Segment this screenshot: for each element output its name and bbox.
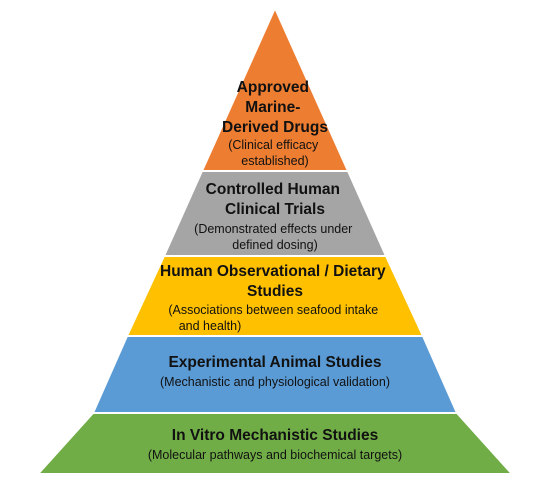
tier-desc-line: (Molecular pathways and biochemical targ… [148, 448, 402, 462]
tier-title-line: Clinical Trials [225, 201, 325, 218]
tier-title-line: Human Observational / Dietary [160, 263, 386, 280]
tier-title-line: Studies [247, 283, 303, 300]
tier-description: (Demonstrated effects under defined dosi… [194, 222, 356, 252]
tier-description: (Molecular pathways and biochemical targ… [148, 448, 402, 462]
tier-desc-line: (Mechanistic and physiological validatio… [160, 375, 390, 389]
tier-controlled-human-trials: Controlled Human Clinical Trials (Demons… [162, 170, 388, 257]
tier-title-line: Marine- [245, 99, 300, 116]
tier-in-vitro-studies: In Vitro Mechanistic Studies (Molecular … [35, 412, 515, 475]
tier-shape [35, 412, 515, 475]
tier-desc-line: (Clinical efficacy [228, 138, 319, 152]
tier-human-observational-studies: Human Observational / Dietary Studies (A… [125, 255, 425, 337]
tier-title: Controlled Human Clinical Trials [206, 181, 345, 218]
tier-desc-line: (Demonstrated effects under [194, 222, 352, 236]
tier-description: (Associations between seafood intake and… [168, 303, 381, 333]
tier-title-line: In Vitro Mechanistic Studies [172, 427, 378, 444]
tier-title-line: Experimental Animal Studies [168, 354, 381, 371]
tier-title-line: Derived Drugs [222, 119, 328, 136]
tier-title: Human Observational / Dietary Studies [160, 263, 390, 300]
tier-desc-line: (Associations between seafood intake [168, 303, 378, 317]
tier-desc-line: defined dosing) [232, 238, 317, 252]
tier-title: Experimental Animal Studies [168, 354, 381, 371]
tier-title: Approved Marine- Derived Drugs [222, 79, 328, 136]
tier-experimental-animal-studies: Experimental Animal Studies (Mechanistic… [91, 335, 459, 414]
tier-description: (Mechanistic and physiological validatio… [160, 375, 390, 389]
tier-title: In Vitro Mechanistic Studies [172, 427, 378, 444]
tier-desc-line: established) [241, 154, 308, 168]
tier-desc-line: and health) [179, 319, 242, 333]
tier-description: (Clinical efficacy established) [228, 138, 322, 168]
tier-title-line: Controlled Human [206, 181, 340, 198]
tier-title-line: Approved [237, 79, 309, 96]
tier-approved-marine-drugs: Approved Marine- Derived Drugs (Clinical… [200, 5, 350, 172]
